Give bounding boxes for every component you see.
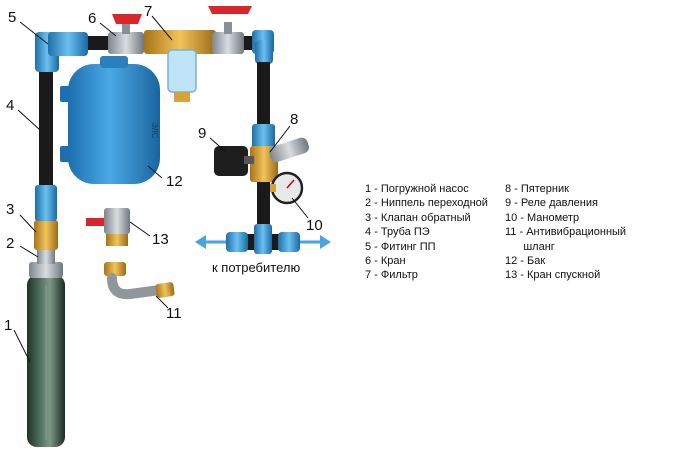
callout-12: 12 [166,173,183,190]
legend-item-11-cont: шланг [505,240,555,253]
callout-13: 13 [152,231,169,248]
legend-item-2: 2 - Ниппель переходной [365,197,488,210]
ball-valve-2 [208,6,252,54]
callout-11: 11 [166,305,182,322]
legend-item-6: 6 - Кран [365,255,406,268]
callout-6: 6 [88,10,96,27]
legend-item-13: 13 - Кран спускной [505,269,601,282]
pressure-switch [214,146,254,176]
fitting-right-mid [252,124,275,150]
pe-pipe-top-left [88,36,110,50]
consumer-label: к потребителю [212,260,300,275]
tee-fitting [226,224,300,254]
flow-arrow-right [300,235,331,249]
callout-9: 9 [198,125,206,142]
legend-item-11: 11 - Антивибрационный [505,226,627,239]
legend-item-8: 8 - Пятерник [505,183,569,195]
legend-item-3: 3 - Клапан обратный [365,211,471,224]
tank-logo: ЭЛС [150,122,159,139]
elbow-fitting [35,32,88,72]
callout-3: 3 [6,201,14,218]
water-filter [144,30,216,102]
legend-item-10: 10 - Манометр [505,211,580,224]
callout-2: 2 [6,235,14,252]
legend-item-7: 7 - Фильтр [365,269,418,282]
check-valve [34,220,58,250]
leader-lines [13,15,309,363]
callout-8: 8 [290,111,298,128]
drain-valve [86,208,130,246]
callout-4: 4 [6,97,14,114]
fitting-lower-left [35,185,57,221]
anti-vibration-hose [104,262,175,300]
callout-5: 5 [8,9,16,26]
elbow-fitting-right [252,30,274,64]
legend-left: 1 - Погружной насос 2 - Ниппель переходн… [365,182,488,283]
five-way-fitting [250,137,309,182]
manometer [270,171,304,205]
ball-valve [108,14,144,54]
callout-10: 10 [306,217,323,234]
callout-7: 7 [144,3,152,20]
legend-item-9: 9 - Реле давления [505,197,598,210]
expansion-tank: ЭЛС [60,56,160,184]
submersible-pump [27,262,65,447]
legend-right: 8 - Пятерник 9 - Реле давления 10 - Мано… [505,182,626,283]
pe-pipe-left [39,60,53,210]
legend-item-1: 1 - Погружной насос [365,183,469,195]
callout-1: 1 [4,317,12,334]
legend-item-12: 12 - Бак [505,255,546,268]
flow-arrow-left [195,235,226,249]
adapter-nipple [37,250,55,264]
legend-item-5: 5 - Фитинг ПП [365,240,436,253]
legend-item-4: 4 - Труба ПЭ [365,226,430,239]
